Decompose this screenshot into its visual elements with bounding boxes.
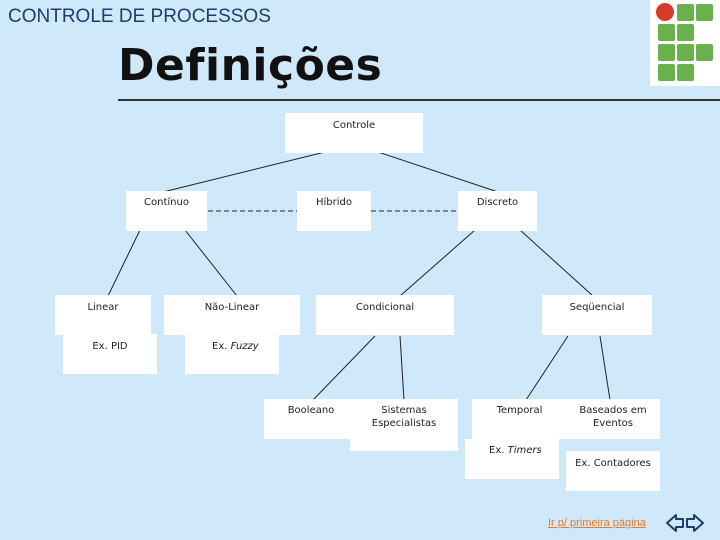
node-ex-pid: Ex. PID [63, 334, 157, 374]
node-booleano: Booleano [264, 399, 358, 439]
logo-square [677, 64, 694, 81]
first-page-link[interactable]: Ir p/ primeira página [548, 517, 646, 529]
connector-line [399, 229, 476, 297]
connector-line [107, 229, 141, 297]
node-discreto: Discreto [458, 191, 537, 231]
institution-logo [650, 0, 720, 86]
connector-line [399, 335, 405, 401]
node-hibrido: Híbrido [297, 191, 371, 231]
connector-line [184, 229, 238, 297]
logo-square [677, 44, 694, 61]
node-sequencial: Seqüencial [542, 295, 652, 335]
logo-square [696, 44, 713, 61]
logo-red-dot [656, 3, 674, 21]
logo-square [658, 64, 675, 81]
connector-line [312, 335, 376, 401]
presentation-header: CONTROLE DE PROCESSOS [8, 6, 271, 27]
node-temporal: Temporal [472, 399, 567, 439]
connector-line [525, 335, 569, 401]
node-linear: Linear [55, 295, 151, 335]
title-underline [118, 99, 720, 101]
page-title: Definições [118, 40, 383, 91]
node-controle: Controle [285, 113, 423, 153]
node-continuo: Contínuo [126, 191, 207, 231]
logo-square [677, 24, 694, 41]
logo-square [677, 4, 694, 21]
connector-line [377, 151, 499, 193]
node-condicional: Condicional [316, 295, 454, 335]
left-right-arrow-icon[interactable] [665, 512, 705, 539]
node-nao-linear: Não-Linear [164, 295, 300, 335]
connector-line [599, 335, 611, 401]
connector-line [519, 229, 594, 297]
connector-line [162, 151, 326, 193]
logo-square [658, 24, 675, 41]
logo-square [696, 4, 713, 21]
logo-square [658, 44, 675, 61]
node-ex-contadores: Ex. Contadores [566, 451, 660, 491]
node-ex-timers: Ex. Timers [465, 439, 559, 479]
node-ex-fuzzy: Ex. Fuzzy [185, 334, 279, 374]
